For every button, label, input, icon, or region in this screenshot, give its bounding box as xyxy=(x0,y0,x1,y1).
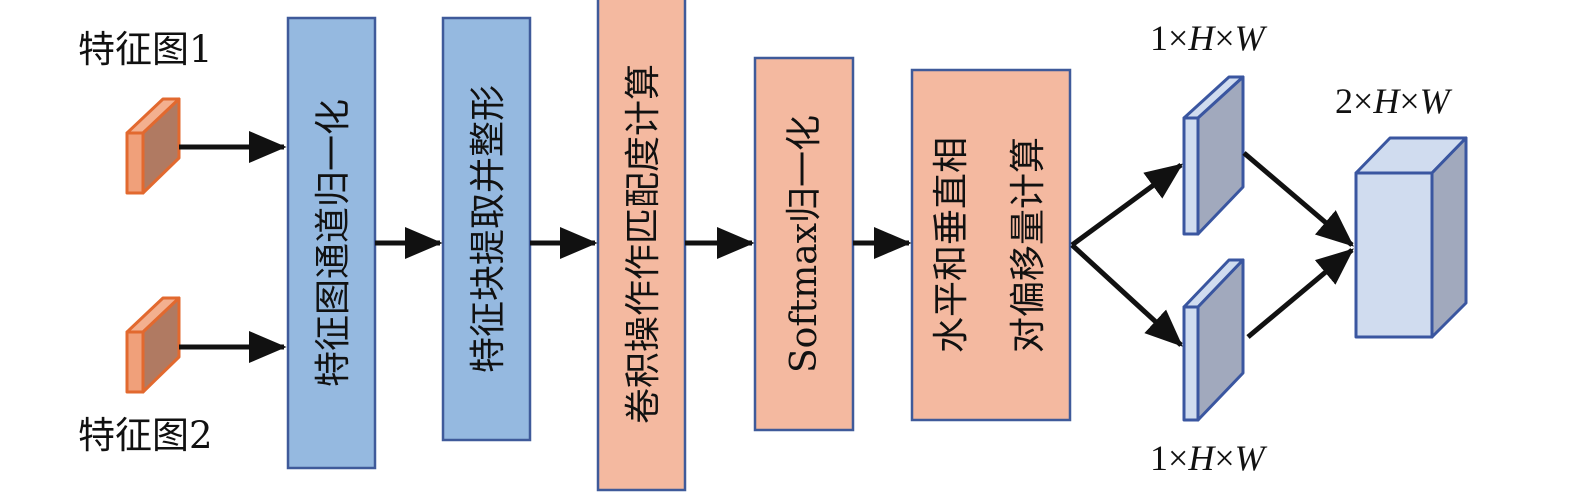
step-conv-match-box xyxy=(596,0,687,492)
feature-map-1-label: 特征图1 xyxy=(78,28,213,71)
arrow xyxy=(1242,151,1354,247)
offset-field-box xyxy=(1354,136,1468,339)
bottom-output-dim-label: 1×H×W xyxy=(1150,438,1268,478)
feature-map-2-label: 特征图2 xyxy=(78,414,213,457)
feature-map-1-slab xyxy=(125,97,181,195)
horizontal-offset-slab xyxy=(1182,75,1245,236)
feature-map-2-slab xyxy=(125,296,181,394)
step-offset-box xyxy=(910,68,1072,422)
top-output-dim-label: 1×H×W xyxy=(1150,18,1268,58)
vertical-offset-slab xyxy=(1182,258,1245,422)
arrow xyxy=(1070,162,1184,248)
arrow xyxy=(1070,243,1183,347)
step-conv-match-label: 卷积操作作匹配度计算 xyxy=(623,64,664,424)
step-softmax-label: Softmax归一化 xyxy=(784,115,825,373)
arrow xyxy=(1246,248,1354,339)
step-offset-label-line1: 水平和垂直相 xyxy=(931,137,972,353)
step-softmax-box xyxy=(753,56,855,432)
step-patch-extract-label: 特征块提取并整形 xyxy=(468,85,509,373)
step-offset-label-line2: 对偏移量计算 xyxy=(1008,137,1049,353)
merged-output-dim-label: 2×H×W xyxy=(1335,81,1453,121)
step-patch-extract-box xyxy=(441,16,532,442)
step-channel-normalize-label: 特征图通道归一化 xyxy=(313,99,354,387)
